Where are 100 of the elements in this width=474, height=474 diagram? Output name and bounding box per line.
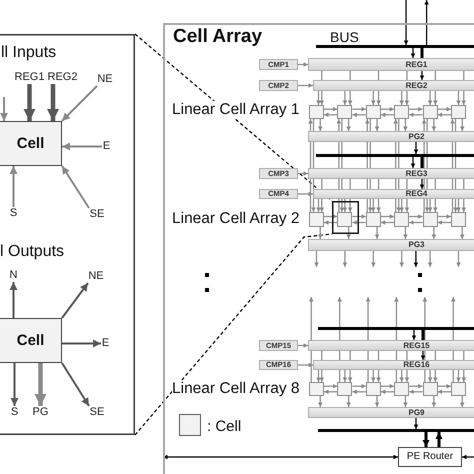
arrow [10,363,18,406]
arrow [424,0,429,45]
zoom-guide-line [134,34,332,202]
arrow [380,112,394,118]
arrow [298,171,308,176]
arrow [380,106,394,112]
arrow [342,251,348,267]
connector-line [422,330,424,340]
arrow [438,384,451,388]
bus-line [318,429,474,432]
arrow [61,282,89,319]
arrow [380,220,394,225]
pg-bar: PG2 [308,131,474,142]
arrow [24,84,36,121]
arrow [324,214,338,219]
cell-block [309,105,324,119]
arrow [409,106,423,112]
arrow [298,192,313,196]
cell-block: Cell [0,318,62,363]
arrow [316,370,321,382]
arrow [409,384,423,388]
legend-label: : Cell [207,418,242,436]
cell-block [394,212,410,227]
arrow [0,97,8,121]
register-bar: REG1 [308,58,474,71]
arrow [346,119,351,131]
arrow [314,251,319,267]
arrow [403,119,408,131]
arrow [346,227,351,239]
arrow [47,84,59,121]
arrow [404,0,408,45]
bus-line [316,154,474,157]
register-bar: REG4 [313,189,474,199]
signal-label: S [9,207,18,220]
cell-block [394,105,410,119]
panel-title: l Outputs [0,243,64,262]
bus-line [318,327,474,330]
row-label: Linear Cell Array 8 [172,380,300,398]
arrow [352,384,366,388]
arrow [438,220,451,225]
arrow [432,227,436,239]
arrow [62,340,101,348]
arrow [412,330,416,340]
arrow [342,91,348,105]
cell-block [451,105,466,119]
router-block: PE Router [398,447,462,467]
cell-block: Cell [0,121,62,166]
arrow [163,454,398,460]
signal-label: E [102,140,111,153]
arrow [428,91,432,105]
arrow [316,199,321,212]
signal-label: REG2 [47,71,78,84]
arrow [309,297,314,382]
arrow [61,85,98,122]
arrow [414,251,418,267]
arrow [371,91,376,105]
arrow [456,199,461,212]
arrow [298,62,308,67]
arrow [414,418,418,429]
arrow [403,396,408,407]
signal-label: E [101,337,110,350]
cell-block [366,382,381,396]
cell-block [337,212,352,227]
pg-bar: PG3 [308,239,474,251]
bus-line [316,45,474,48]
arrow [432,396,436,407]
cell-block [394,382,410,396]
connector-line [420,48,424,58]
arrow [428,370,432,382]
arrow [61,362,90,407]
arrow [438,214,451,219]
signal-label: NE [88,270,104,283]
arrow [352,214,366,219]
arrow [298,362,313,368]
arrow [342,199,348,212]
arrow [420,179,424,189]
arrow [10,166,18,207]
signal-label: REG1 [14,71,45,84]
arrow [456,370,461,382]
arrow [399,370,404,382]
arrow [414,142,418,154]
arrow [409,220,423,225]
arrow [34,363,46,406]
arrow [10,282,18,318]
arrow [420,71,424,80]
highlight-frame [332,201,359,234]
arrow [409,112,423,118]
arrow [460,396,464,407]
signal-label: SE [89,406,105,419]
arrow [316,91,321,105]
arrow [62,142,102,150]
arrow [324,106,338,112]
signal-label: PG [32,406,49,419]
arrow [374,119,380,131]
arrow [374,227,380,239]
cell-block [422,105,438,119]
arrow [410,157,416,168]
row-label: Linear Cell Array 1 [172,101,300,119]
arrow [409,390,423,394]
signal-label: NE [97,73,113,86]
